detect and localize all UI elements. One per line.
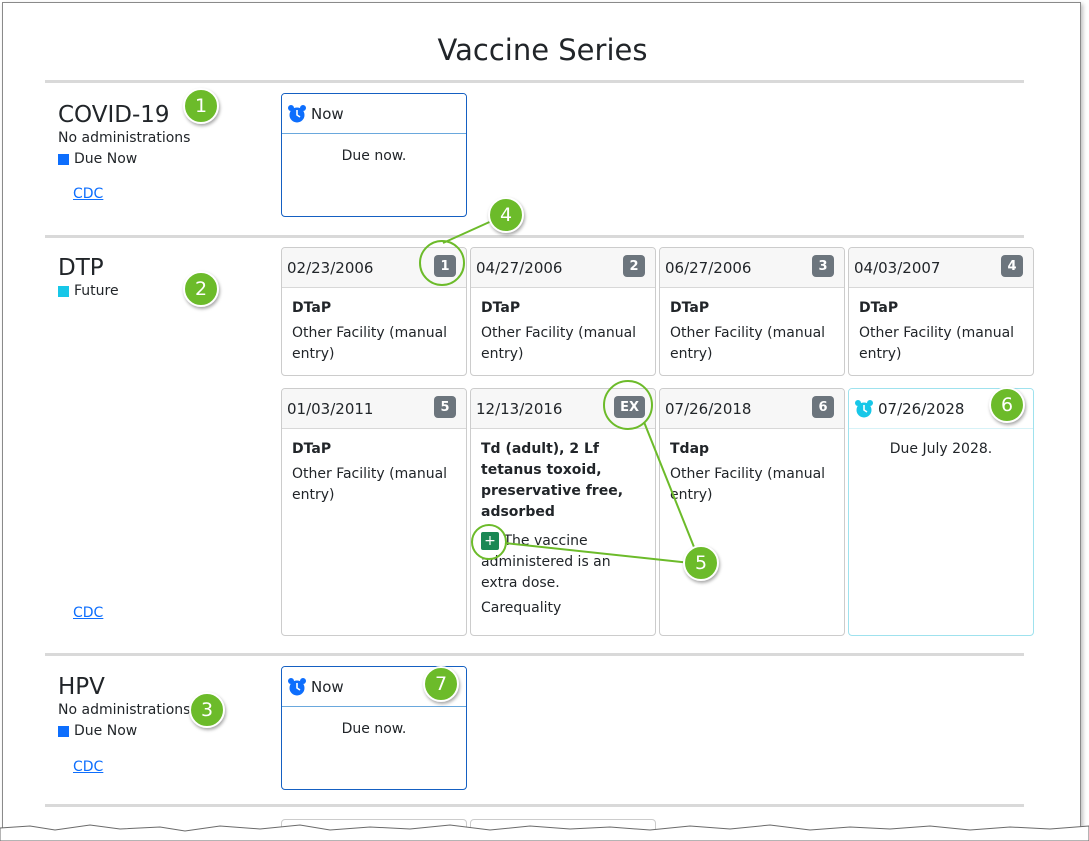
series-info-covid: No administrations <box>58 130 191 146</box>
facility: Other Facility (manual entry) <box>292 466 448 503</box>
section-divider <box>45 80 1024 83</box>
card-body: Due now. <box>341 721 407 737</box>
card-header-label: Now <box>311 677 344 696</box>
highlight-ring <box>419 240 465 286</box>
vaccine-name: DTaP <box>292 441 332 457</box>
vaccine-name: DTaP <box>292 300 332 316</box>
future-date: 07/26/2028 <box>878 399 965 418</box>
card-body: Due now. <box>341 148 407 164</box>
vaccine-name: DTaP <box>859 300 899 316</box>
administration-card[interactable]: 01/03/2011 5 DTaP Other Facility (manual… <box>281 388 467 636</box>
due-card-covid[interactable]: Now Due now. <box>281 93 467 217</box>
facility: Carequality <box>481 600 562 616</box>
cdc-link-covid[interactable]: CDC <box>73 186 104 202</box>
administration-card[interactable]: 04/27/2006 2 DTaP Other Facility (manual… <box>470 247 656 376</box>
alarm-clock-icon <box>855 399 873 417</box>
highlight-ring <box>603 380 653 430</box>
administration-date: 06/27/2006 <box>665 258 752 277</box>
card-body: Due July 2028. <box>889 441 993 457</box>
cdc-link-hpv[interactable]: CDC <box>73 759 104 775</box>
card-header-label: Now <box>311 104 344 123</box>
vaccine-name: DTaP <box>481 300 521 316</box>
series-name-covid: COVID-19 <box>58 102 170 128</box>
administration-date: 07/26/2018 <box>665 399 752 418</box>
card-header: 06/27/2006 3 <box>660 248 844 288</box>
administration-date: 02/23/2006 <box>287 258 374 277</box>
callout-number: 4 <box>488 197 524 233</box>
card-body: DTaP Other Facility (manual entry) <box>282 429 466 514</box>
status-dtp: Future <box>58 283 119 299</box>
facility: Other Facility (manual entry) <box>670 325 826 362</box>
future-indicator <box>58 285 69 297</box>
dose-badge: 3 <box>812 255 834 277</box>
administration-card[interactable]: 07/26/2018 6 Tdap Other Facility (manual… <box>659 388 845 636</box>
due-now-indicator <box>58 725 69 737</box>
status-label: Due Now <box>74 723 138 739</box>
callout-number: 3 <box>189 692 225 728</box>
page-title: Vaccine Series <box>437 33 648 67</box>
facility: Other Facility (manual entry) <box>481 325 637 362</box>
status-label: Due Now <box>74 151 138 167</box>
dose-badge: 4 <box>1001 255 1023 277</box>
card-header: 04/27/2006 2 <box>471 248 655 288</box>
cdc-link-dtp[interactable]: CDC <box>73 605 104 621</box>
callout-number: 2 <box>183 271 219 307</box>
facility: Other Facility (manual entry) <box>670 466 826 503</box>
alarm-clock-icon <box>288 677 306 695</box>
administration-date: 12/13/2016 <box>476 399 563 418</box>
callout-number: 5 <box>683 545 719 581</box>
administration-date: 04/27/2006 <box>476 258 563 277</box>
administration-date: 01/03/2011 <box>287 399 374 418</box>
vaccine-name: Td (adult), 2 Lf tetanus toxoid, preserv… <box>481 441 624 520</box>
callout-number: 6 <box>989 387 1025 423</box>
series-info-hpv: No administrations <box>58 702 191 718</box>
dose-badge: 2 <box>623 255 645 277</box>
vaccine-name: DTaP <box>670 300 710 316</box>
dose-badge: 6 <box>812 396 834 418</box>
section-divider <box>45 235 1024 238</box>
callout-number: 1 <box>183 88 219 124</box>
section-divider <box>45 653 1024 656</box>
series-name-hpv: HPV <box>58 674 105 700</box>
callout-number: 7 <box>423 666 459 702</box>
due-now-indicator <box>58 153 69 165</box>
series-name-dtp: DTP <box>58 255 104 281</box>
status-label: Future <box>74 283 119 299</box>
administration-date: 04/03/2007 <box>854 258 941 277</box>
card-body: Tdap Other Facility (manual entry) <box>660 429 844 514</box>
card-body: DTaP Other Facility (manual entry) <box>849 288 1033 373</box>
card-body: DTaP Other Facility (manual entry) <box>471 288 655 373</box>
card-header: 07/26/2018 6 <box>660 389 844 429</box>
section-divider <box>45 804 1024 807</box>
facility: Other Facility (manual entry) <box>292 325 448 362</box>
future-dose-card[interactable]: 07/26/2028 Due July 2028. <box>848 388 1034 636</box>
card-body: DTaP Other Facility (manual entry) <box>660 288 844 373</box>
card-body: DTaP Other Facility (manual entry) <box>282 288 466 373</box>
status-covid: Due Now <box>58 151 137 167</box>
administration-card[interactable]: 06/27/2006 3 DTaP Other Facility (manual… <box>659 247 845 376</box>
card-header: 01/03/2011 5 <box>282 389 466 429</box>
torn-edge <box>0 824 1089 841</box>
highlight-ring <box>471 524 507 560</box>
administration-card[interactable]: 04/03/2007 4 DTaP Other Facility (manual… <box>848 247 1034 376</box>
status-hpv: Due Now <box>58 723 137 739</box>
vaccine-name: Tdap <box>670 441 710 457</box>
card-header: Now <box>282 94 466 134</box>
dose-badge: 5 <box>434 396 456 418</box>
alarm-clock-icon <box>288 104 306 122</box>
card-header: 04/03/2007 4 <box>849 248 1033 288</box>
facility: Other Facility (manual entry) <box>859 325 1015 362</box>
